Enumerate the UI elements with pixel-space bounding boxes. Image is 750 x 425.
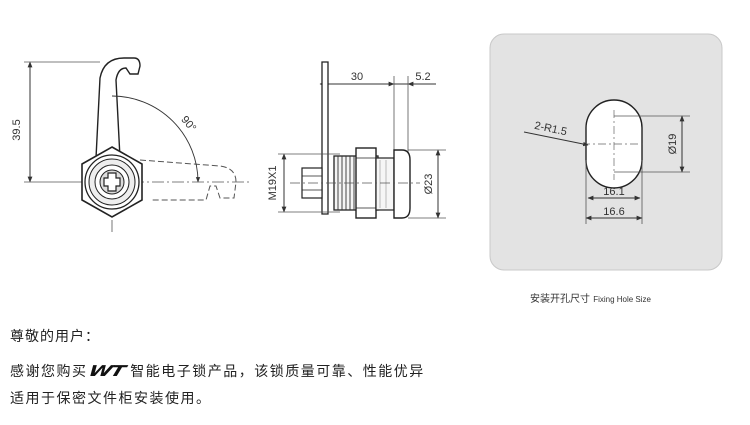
- intro-text-after-logo: 智能电子锁产品，该锁质量可靠、性能优异: [130, 364, 425, 380]
- height-dimension-label: 39.5: [11, 119, 23, 140]
- front-flange: [393, 149, 411, 219]
- outer-width-label: 16.6: [603, 206, 624, 218]
- cam-arm-rotated: [139, 159, 237, 201]
- fixing-hole-caption: 安装开孔尺寸 Fixing Hole Size: [530, 290, 651, 305]
- length-dimension-label: 30: [351, 71, 363, 83]
- caption-english: Fixing Hole Size: [593, 295, 651, 304]
- fixing-hole-panel: 2-R1.5 Ø19 16.1 16.6: [489, 33, 723, 271]
- caption-chinese: 安装开孔尺寸: [530, 294, 590, 305]
- key-slot-icon: [103, 172, 121, 192]
- intro-line-2: 适用于保密文件柜安装使用。: [10, 391, 212, 407]
- sleeve: [375, 157, 395, 211]
- greeting: 尊敬的用户：: [10, 329, 100, 345]
- hole-diameter-label: Ø19: [667, 134, 679, 155]
- flat-width-label: 16.1: [603, 186, 624, 198]
- cam-arm: [95, 57, 141, 159]
- flange-dimension-label: 5.2: [415, 71, 430, 83]
- cam-plate: [321, 61, 329, 215]
- brand-logo: WT: [85, 362, 127, 380]
- thread-dimension-label: M19X1: [267, 166, 279, 201]
- diameter-dimension-label: Ø23: [423, 174, 435, 195]
- rotation-arc: [111, 95, 201, 183]
- side-view: 39.5 90°: [11, 57, 250, 235]
- section-view: 30 5.2 M19X1: [267, 61, 446, 219]
- intro-text-before-logo: 感谢您购买: [10, 364, 88, 380]
